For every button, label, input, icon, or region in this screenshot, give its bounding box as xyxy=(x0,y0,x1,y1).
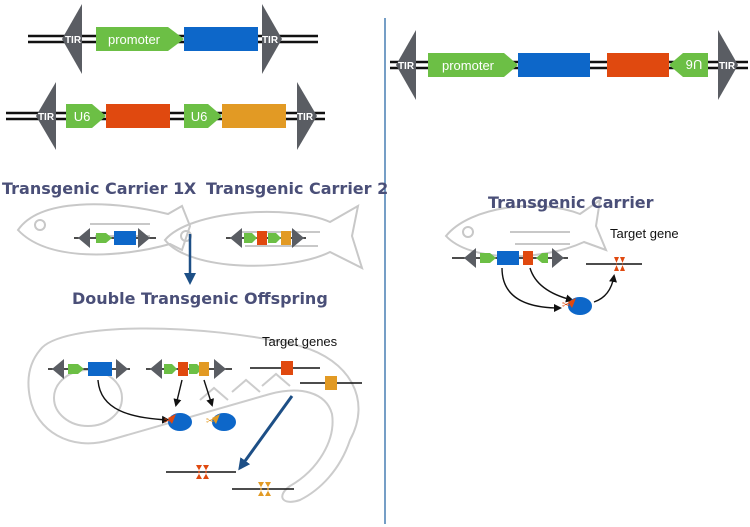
right-expression-arrow-blue xyxy=(501,267,562,312)
u6-arrow-1 xyxy=(66,104,106,128)
tir-right-2-label: TIR xyxy=(297,112,314,123)
mini-construct-fish-1 xyxy=(74,228,156,248)
svg-text:✂: ✂ xyxy=(562,300,570,311)
tir-right-3-label: TIR xyxy=(719,61,736,72)
cas9-complex-red: ✂ xyxy=(164,413,192,431)
carrier-1-title: Transgenic Carrier 1 xyxy=(2,179,184,198)
offspring-construct-b xyxy=(146,359,232,379)
single-carrier-title: Transgenic Carrier xyxy=(488,193,654,212)
fish-outline-1 xyxy=(16,203,192,256)
u6-arrow-2 xyxy=(184,104,222,128)
promoter-arrow-1 xyxy=(96,27,184,51)
blue-block-3 xyxy=(518,53,590,77)
target-gene-orange-intact xyxy=(300,376,362,390)
blue-block-1 xyxy=(184,27,258,51)
tir-right-1-label: TIR xyxy=(262,35,279,46)
promoter-label-1: promoter xyxy=(108,32,161,47)
tir-left-2 xyxy=(36,82,56,150)
expression-arrow-b xyxy=(173,379,183,407)
mutation-arrow xyxy=(238,395,294,471)
offspring-construct-a xyxy=(48,359,130,379)
promoter-label-3: promoter xyxy=(442,58,495,73)
u6-label-1: U6 xyxy=(74,109,91,124)
target-gene-label: Target gene xyxy=(610,226,679,241)
embryo-outline xyxy=(27,327,360,503)
tir-right-3 xyxy=(718,30,738,100)
right-cas9-complex: ✂ xyxy=(562,297,592,315)
target-gene-red-intact xyxy=(250,361,320,375)
offspring-title: Double Transgenic Offspring xyxy=(72,289,328,308)
svg-text:✂: ✂ xyxy=(206,416,214,427)
target-genes-label: Target genes xyxy=(262,334,338,349)
target-gene-red-cut xyxy=(166,465,236,479)
promoter-arrow-3 xyxy=(428,53,518,77)
tir-left-1-label: TIR xyxy=(65,35,82,46)
u6-arrow-reverse xyxy=(669,53,708,77)
right-cut-arrow xyxy=(593,274,617,303)
right-expression-arrow-red xyxy=(529,267,574,303)
red-block-3 xyxy=(607,53,669,77)
tir-right-1 xyxy=(262,4,282,74)
tir-right-2 xyxy=(297,82,317,150)
tir-left-3 xyxy=(396,30,416,100)
right-mini-construct xyxy=(452,248,568,268)
cas9-complex-orange: ✂ xyxy=(206,413,236,431)
cross-symbol: X xyxy=(184,179,197,198)
right-target-gene-cut xyxy=(586,257,642,271)
svg-text:✂: ✂ xyxy=(164,416,172,427)
red-block-2 xyxy=(106,104,170,128)
mini-construct-fish-2 xyxy=(226,228,306,248)
u6-label-2: U6 xyxy=(191,109,208,124)
tir-left-3-label: TIR xyxy=(398,61,415,72)
tir-left-1 xyxy=(62,4,82,74)
u6-label-reverse: U6 xyxy=(686,57,703,72)
expression-arrow-c xyxy=(203,379,214,407)
orange-block-2 xyxy=(222,104,286,128)
fish-outline-2 xyxy=(163,204,364,270)
expression-arrow-a xyxy=(97,379,170,424)
target-gene-orange-cut xyxy=(232,482,294,496)
tir-left-2-label: TIR xyxy=(38,112,55,123)
carrier-2-title: Transgenic Carrier 2 xyxy=(206,179,388,198)
